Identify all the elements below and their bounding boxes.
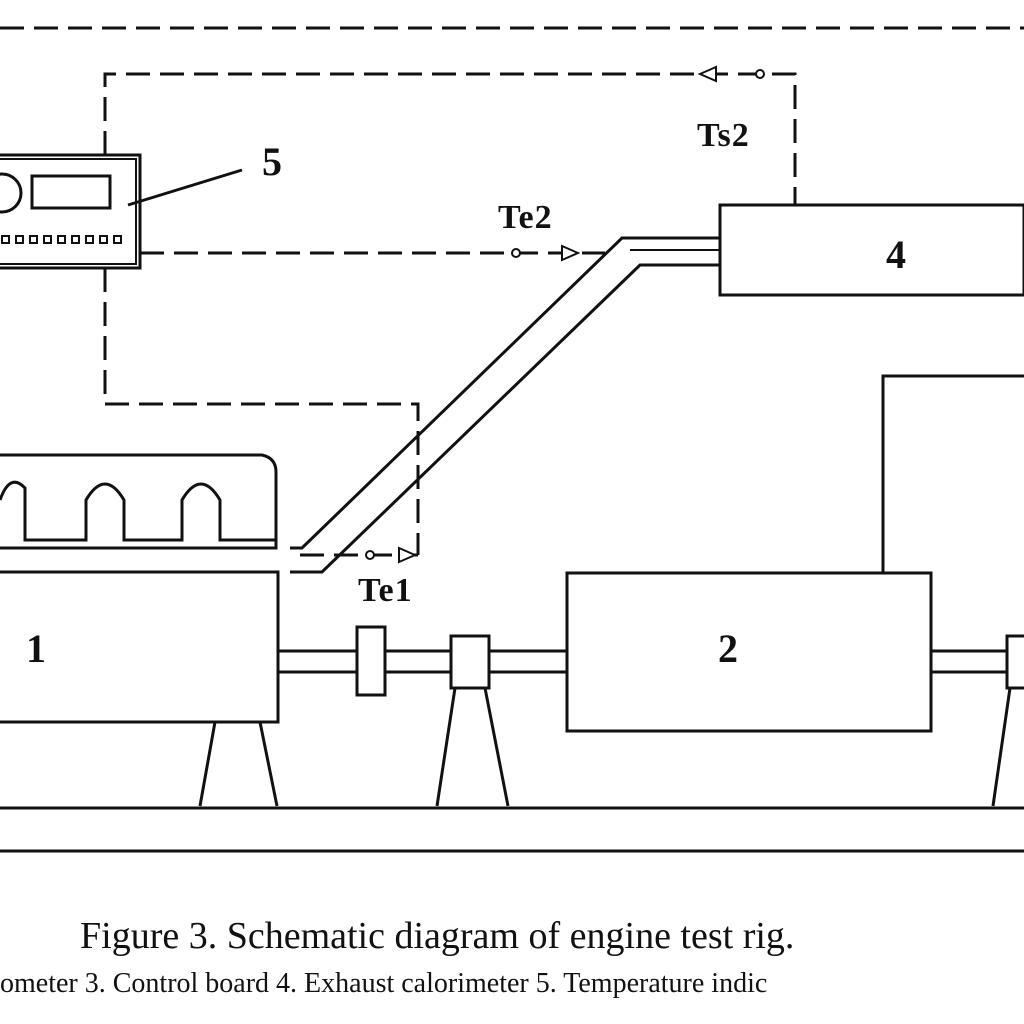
shaft-coupling — [355, 625, 387, 697]
te1-sensor-node — [365, 550, 375, 560]
exhaust-pipe-upper — [290, 236, 720, 550]
right-bearing-support — [991, 686, 1024, 807]
indicator-leader-line — [127, 168, 243, 207]
ts2-signal-line — [103, 72, 797, 205]
right-bearing-block — [1005, 634, 1024, 690]
button-row — [1, 235, 122, 244]
temperature-indicator-device — [0, 153, 142, 270]
exhaust-calorimeter-box — [718, 203, 1024, 297]
bearing-block — [449, 634, 491, 690]
te2-arrow-icon — [561, 244, 581, 262]
exhaust-calorimeter-label: 4 — [886, 232, 906, 277]
te1-label: Te1 — [358, 572, 413, 609]
display-screen — [30, 174, 112, 210]
bearing-support — [435, 686, 510, 807]
te1-arrow-icon — [398, 546, 418, 564]
te1-signal-line — [103, 268, 420, 555]
engine-support — [198, 720, 279, 807]
ts2-label: Ts2 — [697, 117, 750, 154]
engine-label: 1 — [26, 626, 46, 671]
te2-label: Te2 — [498, 199, 553, 236]
dynamometer-box — [565, 571, 933, 733]
dial-icon — [0, 172, 23, 214]
te2-sensor-node — [511, 248, 521, 258]
exhaust-pipe-lower — [290, 263, 720, 574]
ts2-sensor-node — [755, 69, 765, 79]
ts2-arrow-icon — [697, 65, 717, 83]
dynamometer-control-line — [881, 374, 1024, 573]
engine-cylinder-head — [0, 453, 278, 550]
temperature-indicator-label: 5 — [262, 139, 282, 184]
dynamometer-label: 2 — [718, 626, 738, 671]
engine-cylinder-bumps — [0, 480, 276, 542]
engine-block — [0, 570, 280, 724]
figure-caption: Figure 3. Schematic diagram of engine te… — [80, 915, 794, 957]
figure-legend: ometer 3. Control board 4. Exhaust calor… — [0, 968, 767, 999]
